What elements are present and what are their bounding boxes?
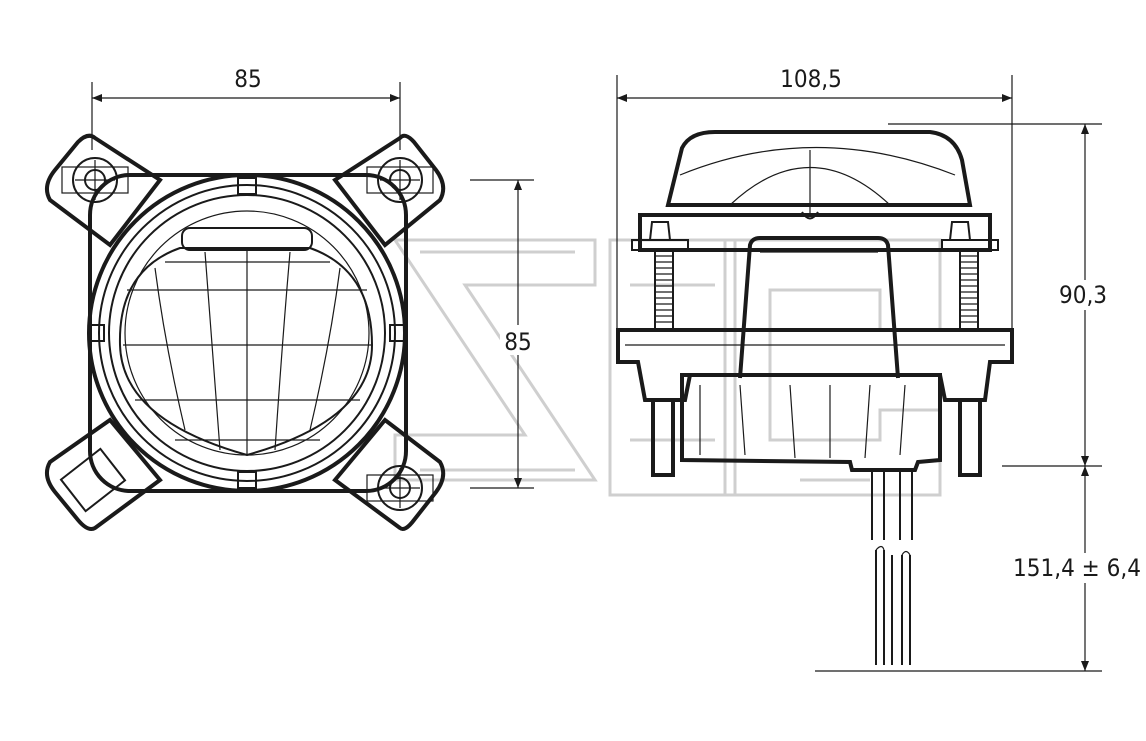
mounting-lug-bottom-right bbox=[332, 417, 446, 531]
stud-right bbox=[958, 249, 982, 477]
dim-side-height: 90,3 bbox=[1059, 281, 1107, 309]
side-view bbox=[616, 75, 1102, 672]
mounting-lug-top-left bbox=[44, 133, 163, 248]
cables bbox=[871, 470, 913, 665]
mounting-lug-bottom-left bbox=[44, 417, 163, 531]
front-lens bbox=[118, 227, 374, 457]
dim-front-width: 85 bbox=[234, 65, 261, 93]
dim-cable-length: 151,4 ± 6,4 bbox=[1013, 554, 1141, 582]
mounting-lug-top-right bbox=[332, 133, 446, 248]
watermark-logo bbox=[392, 238, 942, 497]
front-view bbox=[44, 82, 534, 531]
dim-front-height: 85 bbox=[504, 328, 531, 356]
dim-side-width: 108,5 bbox=[780, 65, 842, 93]
